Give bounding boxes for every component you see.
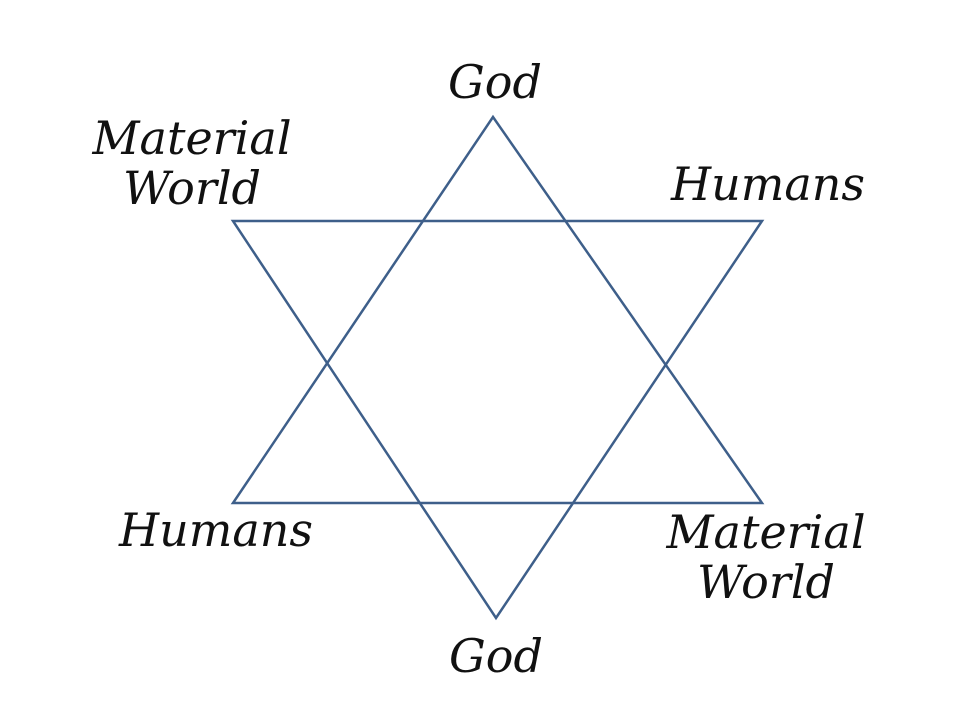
label-bottom-right-line2: World — [697, 555, 835, 609]
upward-triangle — [230, 114, 765, 505]
label-top-left-line2: World — [123, 161, 261, 215]
downward-triangle — [230, 219, 765, 621]
label-bottom-god: God — [449, 629, 543, 683]
label-top-right: Humans — [670, 157, 865, 211]
label-bottom-right-line1: Material — [665, 505, 865, 559]
label-bottom-left: Humans — [118, 503, 313, 557]
label-top-left-line1: Material — [91, 111, 291, 165]
label-top-god: God — [448, 55, 542, 109]
